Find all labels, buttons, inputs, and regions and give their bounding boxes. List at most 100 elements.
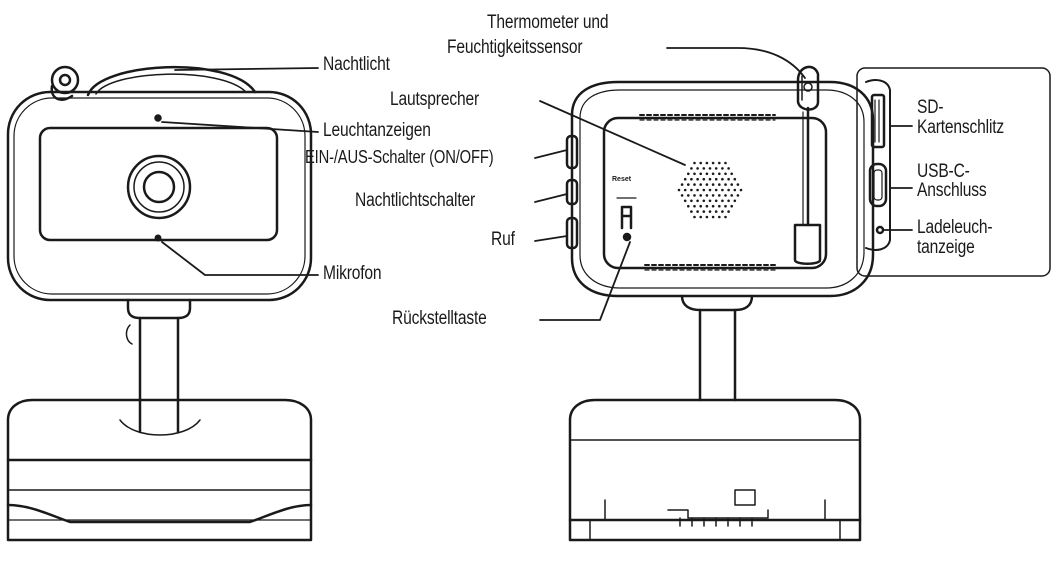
speaker-hole <box>736 183 740 186</box>
speaker-hole <box>730 183 733 186</box>
speaker-hole <box>718 161 721 165</box>
label-thermometer-line2: Feuchtigkeitssensor <box>447 37 583 58</box>
speaker-hole <box>730 194 733 197</box>
thermometer-sensor-illustration <box>793 65 822 265</box>
speaker-hole <box>733 199 737 203</box>
label-thermometer-line1: Thermometer und <box>487 12 609 33</box>
speaker-hole <box>721 210 724 213</box>
speaker-hole <box>680 194 684 197</box>
label-nachtlicht: Nachtlicht <box>323 54 390 75</box>
speaker-hole <box>693 215 696 219</box>
speaker-hole <box>727 177 730 181</box>
speaker-hole <box>708 167 712 170</box>
speaker-hole <box>687 204 690 208</box>
speaker-hole <box>699 204 702 208</box>
speaker-hole <box>690 199 693 203</box>
speaker-hole <box>690 210 693 213</box>
speaker-hole <box>693 183 696 186</box>
speaker-hole <box>718 194 721 197</box>
speaker-hole <box>699 194 702 197</box>
speaker-hole <box>683 199 687 203</box>
speaker-hole <box>690 188 693 192</box>
speaker-hole <box>708 210 712 213</box>
speaker-hole <box>724 194 727 197</box>
speaker-hole <box>699 161 702 165</box>
speaker-hole <box>733 177 737 181</box>
speaker-hole <box>699 172 702 176</box>
speaker-hole <box>708 199 712 203</box>
speaker-hole <box>699 215 702 219</box>
speaker-hole <box>714 210 718 213</box>
speaker-hole <box>702 177 706 181</box>
label-ein-aus-schalter: EIN-/AUS-Schalter (ON/OFF) <box>305 147 494 167</box>
speaker-hole <box>693 194 696 197</box>
speaker-hole <box>711 172 715 176</box>
label-sd-line1: SD- <box>917 97 944 118</box>
speaker-hole <box>687 172 690 176</box>
speaker-hole <box>727 167 730 170</box>
back-stand-illustration <box>568 294 862 542</box>
speaker-hole <box>714 177 718 181</box>
speaker-hole <box>705 215 709 219</box>
speaker-hole <box>708 177 712 181</box>
speaker-hole <box>705 183 709 186</box>
speaker-hole <box>724 183 727 186</box>
speaker-hole <box>718 183 721 186</box>
label-mikrofon: Mikrofon <box>323 263 382 284</box>
speaker-hole <box>711 204 715 208</box>
speaker-hole <box>683 177 687 181</box>
speaker-hole <box>724 172 727 176</box>
speaker-hole <box>705 172 709 176</box>
speaker-hole <box>677 188 681 192</box>
speaker-hole <box>702 188 706 192</box>
label-usb-line1: USB-C- <box>917 161 970 182</box>
speaker-hole <box>721 199 724 203</box>
speaker-hole <box>721 188 724 192</box>
speaker-hole <box>705 161 709 165</box>
speaker-hole <box>708 188 712 192</box>
speaker-hole <box>696 188 699 192</box>
reset-marking-text: Reset <box>612 176 632 183</box>
speaker-hole <box>705 204 709 208</box>
speaker-hole <box>687 194 690 197</box>
label-sd-line2: Kartenschlitz <box>917 117 1005 138</box>
speaker-hole <box>724 215 727 219</box>
label-usb-line2: Anschluss <box>917 180 987 201</box>
speaker-grille <box>677 161 743 219</box>
label-lade-line1: Ladeleuch- <box>917 217 993 238</box>
speaker-hole <box>680 183 684 186</box>
label-lade-line2: tanzeige <box>917 237 975 258</box>
speaker-hole <box>711 215 715 219</box>
speaker-hole <box>714 188 718 192</box>
speaker-hole <box>693 172 696 176</box>
speaker-hole <box>690 177 693 181</box>
speaker-hole <box>718 215 721 219</box>
speaker-hole <box>702 167 706 170</box>
speaker-hole <box>730 172 733 176</box>
speaker-hole <box>693 204 696 208</box>
speaker-hole <box>711 194 715 197</box>
speaker-hole <box>714 199 718 203</box>
speaker-hole <box>736 194 740 197</box>
speaker-hole <box>739 188 743 192</box>
speaker-hole <box>696 177 699 181</box>
speaker-hole <box>693 161 696 165</box>
speaker-hole <box>727 199 730 203</box>
speaker-hole <box>711 183 715 186</box>
speaker-hole <box>714 167 718 170</box>
speaker-hole <box>690 167 693 170</box>
label-lautsprecher: Lautsprecher <box>390 89 479 110</box>
callout-lines <box>161 47 913 321</box>
label-leuchtanzeigen: Leuchtanzeigen <box>323 120 431 141</box>
speaker-hole <box>705 194 709 197</box>
speaker-hole <box>699 183 702 186</box>
speaker-hole <box>683 188 687 192</box>
side-port-detail <box>856 67 1051 277</box>
back-camera-illustration <box>565 80 875 298</box>
label-nachtlichtschalter: Nachtlichtschalter <box>355 190 476 211</box>
speaker-hole <box>696 199 699 203</box>
speaker-hole <box>724 204 727 208</box>
speaker-hole <box>733 188 737 192</box>
speaker-hole <box>718 172 721 176</box>
